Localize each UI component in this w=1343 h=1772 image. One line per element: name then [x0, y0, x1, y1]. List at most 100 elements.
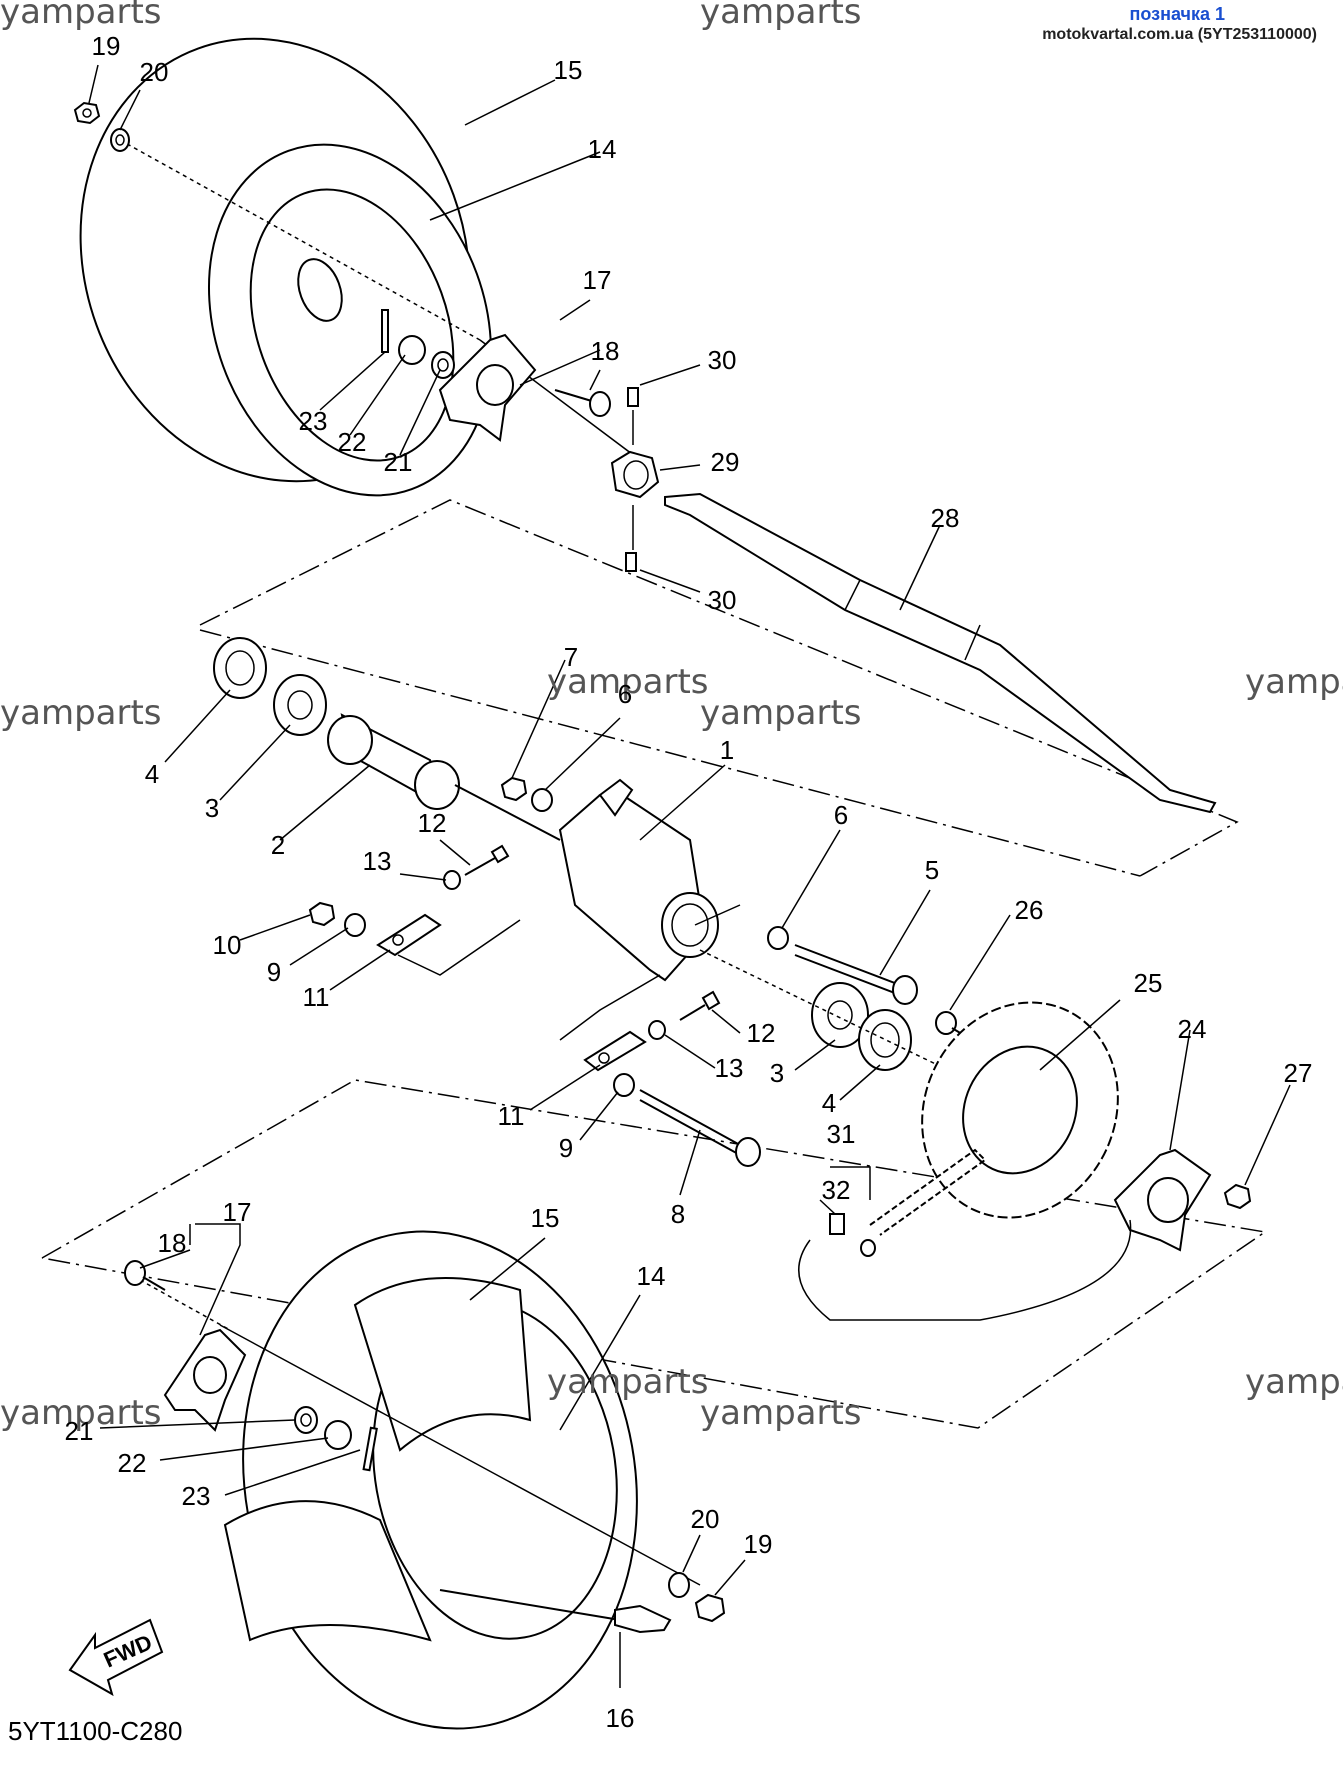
callout-label: 16: [605, 1703, 635, 1733]
rear-axle-28-icon: [664, 492, 1217, 814]
watermark: yamparts: [700, 693, 862, 733]
watermark: yamparts: [0, 1393, 162, 1433]
nut-19-lower-icon: [694, 1593, 726, 1623]
callout-label: 1: [719, 735, 735, 765]
callout-label: 13: [362, 846, 392, 876]
callout-label: 5: [924, 855, 940, 885]
nut-19-upper-icon: [73, 101, 101, 125]
upper-wheel-tire: [79, 37, 493, 497]
bolt-12-lower-icon: [679, 990, 721, 1021]
drive-chain-31-icon: [798, 1148, 1132, 1321]
callout-label: 22: [117, 1448, 147, 1478]
master-link-32-icon: [829, 1213, 876, 1257]
callout-label: 3: [769, 1058, 785, 1088]
callout-label: 17: [582, 265, 612, 295]
callout-label: 32: [821, 1175, 851, 1205]
callout-label: 31: [826, 1119, 856, 1149]
watermark: yamparts: [547, 1362, 709, 1402]
axle-nut-29-icon: [610, 450, 660, 499]
cotter-pin-23-upper-icon: [381, 309, 389, 353]
fwd-arrow-icon: FWD: [68, 1618, 164, 1697]
callout-label: 20: [690, 1504, 720, 1534]
bearing-3-left-icon: [273, 674, 327, 736]
washer-6-right-icon: [767, 926, 789, 950]
callout-label: 13: [714, 1053, 744, 1083]
callout-label: 19: [91, 31, 121, 61]
callout-label: 18: [590, 336, 620, 366]
callout-label: 25: [1133, 968, 1163, 998]
lower-axis-line: [699, 949, 1011, 1101]
callout-label: 12: [417, 808, 447, 838]
callout-label: 8: [670, 1199, 686, 1229]
hub-17-upper-icon: [438, 333, 537, 442]
callout-label: 4: [144, 759, 160, 789]
watermark: yamparts: [1245, 1362, 1343, 1402]
callout-label: 20: [139, 57, 169, 87]
callout-label: 12: [746, 1018, 776, 1048]
axle-housing-1-icon: [558, 778, 719, 982]
nut-10-icon: [308, 901, 336, 927]
adjuster-guide-lower: [559, 974, 661, 1041]
watermark: yamparts: [0, 0, 162, 32]
callout-label: 7: [563, 642, 579, 672]
cotter-pin-23-lower-icon: [362, 1426, 378, 1472]
nut-27-icon: [1223, 1183, 1252, 1210]
washer-21-lower-icon: [294, 1406, 318, 1434]
washer-20-lower-icon: [668, 1572, 690, 1598]
watermark: yamparts: [700, 0, 862, 32]
callout-label: 30: [707, 345, 737, 375]
callout-label: 22: [337, 427, 367, 457]
hub-17-lower-icon: [163, 1328, 247, 1432]
pin-30-top-icon: [627, 387, 639, 407]
callout-label: 3: [204, 793, 220, 823]
leader-lines: [88, 64, 1291, 1688]
callout-label: 17: [222, 1197, 252, 1227]
callout-label: 15: [530, 1203, 560, 1233]
diagram-code: 5YT1100-C280: [8, 1716, 183, 1746]
callout-label: 24: [1177, 1014, 1207, 1044]
callout-label: 4: [821, 1088, 837, 1118]
callout-label: 9: [558, 1133, 574, 1163]
header-link[interactable]: позначка 1: [1129, 4, 1226, 24]
callout-label: 11: [302, 982, 330, 1012]
chain-adjuster-11-upper-icon: [376, 913, 442, 957]
callout-label: 29: [710, 447, 740, 477]
callout-label: 14: [587, 134, 617, 164]
callout-label: 15: [553, 55, 583, 85]
callout-label: 21: [383, 447, 413, 477]
bolt-18-upper-icon: [554, 389, 611, 417]
sprocket-25-icon: [921, 1001, 1119, 1219]
bolt-8-icon: [639, 1089, 761, 1167]
washer-6-left-icon: [531, 788, 553, 812]
bolt-5-icon: [794, 944, 918, 1005]
watermark: yamparts: [700, 1393, 862, 1433]
oil-seal-4-left-icon: [213, 637, 267, 699]
callout-label: 11: [497, 1101, 525, 1131]
upper-group-boundary: [199, 499, 1239, 877]
bolt-18-lower-icon: [124, 1260, 166, 1291]
lower-group-boundary: [41, 1079, 1267, 1429]
castle-nut-22-lower-icon: [324, 1420, 352, 1450]
callout-31-bracket: [830, 1166, 871, 1200]
callout-label: 10: [212, 930, 242, 960]
callout-label: 23: [181, 1481, 211, 1511]
callout-label: 23: [298, 406, 328, 436]
callout-label: 26: [1014, 895, 1044, 925]
callout-label: 18: [157, 1228, 187, 1258]
adjuster-guide-upper: [397, 919, 521, 976]
watermark: yamparts: [0, 693, 162, 733]
spacer-2-icon: [327, 713, 460, 810]
bearing-3-right-icon: [811, 982, 869, 1048]
callout-label: 28: [930, 503, 960, 533]
callout-label: 27: [1283, 1058, 1313, 1088]
valve-16-icon: [439, 1589, 672, 1634]
spacer-axis-line: [454, 784, 561, 841]
pin-30-bottom-icon: [625, 552, 637, 572]
washer-20-upper-icon: [110, 128, 130, 152]
lower-axis-line-2: [219, 1324, 701, 1586]
lower-wheel-tire: [223, 1230, 638, 1730]
callout-label: 14: [636, 1261, 666, 1291]
watermark: yamparts: [547, 662, 709, 702]
callout-label: 21: [64, 1416, 94, 1446]
